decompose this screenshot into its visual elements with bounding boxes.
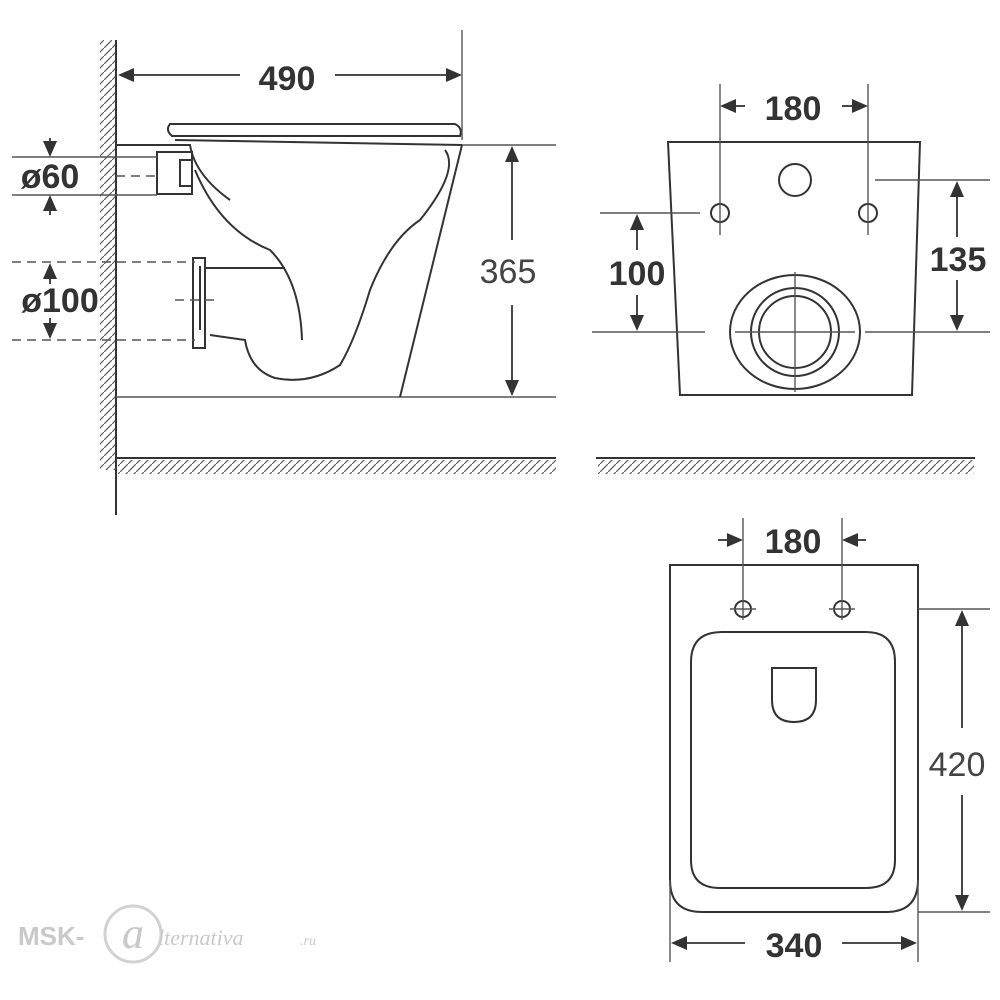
rear-floor-hatch [598, 460, 974, 474]
inlet-fitting [156, 151, 193, 195]
rear-body [666, 141, 922, 396]
bowl-inner [209, 149, 451, 381]
rear-135-arrow-bottom [950, 315, 964, 331]
dim-60-label: ø60 [21, 158, 80, 196]
watermark-letter: a [122, 909, 144, 958]
top-340-label: 340 [766, 927, 823, 965]
dim-365-arrow-bottom [505, 380, 519, 396]
seat-rim [174, 139, 463, 146]
wall-hatch [100, 40, 116, 470]
rear-180-arrow-left [720, 99, 736, 113]
watermark-suffix: .ru [300, 934, 316, 949]
top-420-label: 420 [929, 746, 986, 784]
top-420-arrow-bottom [955, 895, 969, 911]
top-body [669, 564, 919, 913]
dim-490-arrow-right [446, 68, 462, 82]
side-view: 490 365 ø60 ø100 [12, 30, 556, 515]
inlet-hole [778, 163, 812, 197]
dim-100-arrow-bottom [43, 323, 57, 339]
rear-100-arrow-top [630, 214, 644, 230]
dim-490-arrow-left [118, 68, 134, 82]
rear-135-label: 135 [930, 241, 987, 279]
top-180-arrow-right [842, 533, 858, 547]
watermark-right: lternativa [158, 925, 244, 950]
top-drain [771, 667, 817, 724]
top-340-arrow-left [671, 936, 687, 950]
trap-curve [194, 169, 303, 341]
top-340-arrow-right [901, 936, 917, 950]
dim-60-arrow-bottom [43, 195, 57, 211]
rear-view: 180 100 135 [592, 84, 990, 474]
top-view: 180 420 340 [669, 518, 990, 965]
watermark-left: MSK- [18, 921, 84, 951]
top-180-label: 180 [765, 523, 822, 561]
dim-365-arrow-top [505, 146, 519, 162]
rear-180-label: 180 [765, 90, 822, 128]
dim-490-label: 490 [259, 60, 316, 98]
outlet-flange [192, 257, 206, 349]
floor-hatch [118, 460, 556, 474]
rear-100-arrow-bottom [630, 315, 644, 331]
top-420-arrow-top [955, 610, 969, 626]
rear-135-arrow-top [950, 181, 964, 197]
watermark: MSK- a lternativa .ru [18, 904, 316, 964]
bowl-top-back [116, 144, 231, 201]
rear-100-label: 100 [609, 255, 666, 293]
rear-180-arrow-right [852, 99, 868, 113]
bowl-front [399, 144, 463, 398]
dim-100-label: ø100 [21, 282, 99, 320]
watermark-circle [103, 904, 163, 964]
top-bowl [690, 631, 896, 889]
top-180-arrow-left [727, 533, 743, 547]
inlet-cap [179, 159, 193, 187]
dim-365-label: 365 [480, 253, 537, 291]
dim-100-arrow-top [43, 263, 57, 279]
seat-lid [166, 123, 462, 137]
dim-60-arrow-top [43, 141, 57, 157]
